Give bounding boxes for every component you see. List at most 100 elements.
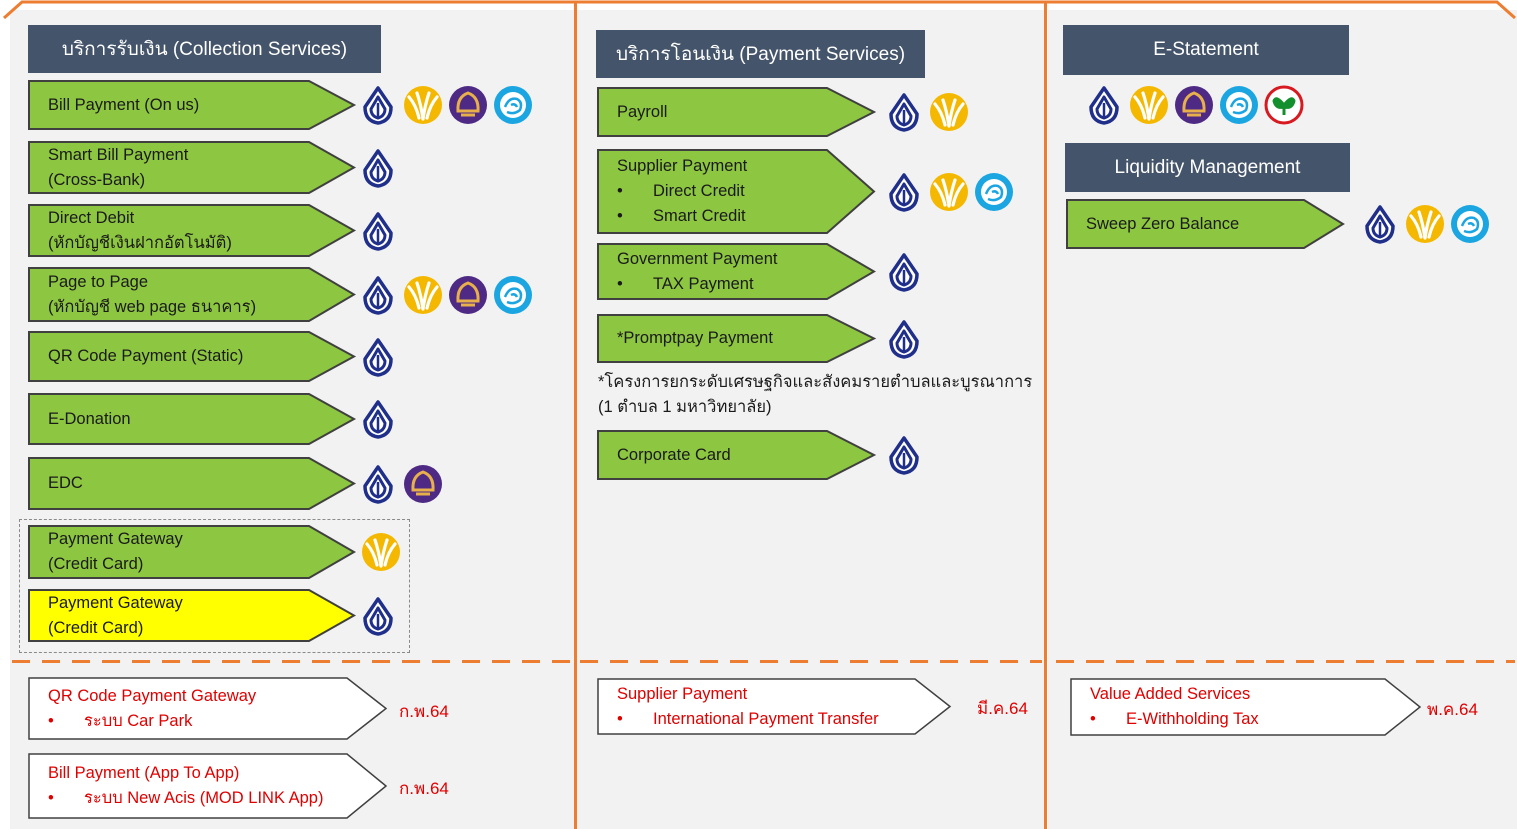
collection-upcoming-arrow[interactable]: QR Code Payment Gateway •ระบบ Car Park xyxy=(28,677,388,740)
arrow-label: Payroll xyxy=(617,102,668,121)
collection-upcoming-arrow[interactable]: Bill Payment (App To App)•ระบบ New Acis … xyxy=(28,753,388,819)
arrow-label: (หักบัญชีเงินฝากอัตโนมัติ) xyxy=(48,233,232,252)
arrow-label: Supplier Payment xyxy=(617,684,748,703)
statement-upcoming-arrow[interactable]: Value Added Services•E-Withholding Tax xyxy=(1070,678,1422,736)
bullet: • xyxy=(48,711,54,730)
collection-service-arrow[interactable]: Payment Gateway (Credit Card) xyxy=(28,589,357,642)
arrow-text: Direct Debit (หักบัญชีเงินฝากอัตโนมัติ) xyxy=(28,204,232,257)
bullet: • xyxy=(48,789,54,807)
arrow-shape xyxy=(597,243,876,300)
collection-bank-icons xyxy=(358,148,398,188)
arrow-sub-label: TAX Payment xyxy=(653,274,754,293)
arrow-sub-item: • Direct Credit xyxy=(617,179,747,204)
bbl-lotus-icon xyxy=(884,172,924,212)
arrow-shape xyxy=(28,457,357,510)
arrow-text: Payment Gateway(Credit Card) xyxy=(28,525,183,579)
payment-upcoming-arrow[interactable]: Supplier Payment •International Payment T… xyxy=(597,678,952,735)
payment-service-arrow[interactable]: *Promptpay Payment xyxy=(597,314,877,363)
scb-icon xyxy=(403,464,443,504)
bbl-lotus-icon xyxy=(358,148,398,188)
arrow-shape xyxy=(28,753,388,819)
arrow-label: Supplier Payment xyxy=(617,157,748,175)
arrow-label: QR Code Payment Gateway xyxy=(48,686,257,705)
payment-service-arrow[interactable]: Corporate Card xyxy=(597,430,877,480)
estatement-bank-icons xyxy=(1084,85,1304,125)
arrow-label: Government Payment xyxy=(617,249,778,268)
arrow-text: *Promptpay Payment xyxy=(597,314,773,363)
collection-bank-icons xyxy=(358,399,398,439)
bbl-lotus-icon xyxy=(884,435,924,475)
divider-collection-payment xyxy=(574,2,577,829)
arrow-shape xyxy=(28,331,357,382)
upcoming-separator xyxy=(1056,660,1515,663)
bbl-lotus-icon xyxy=(358,275,398,315)
collection-service-arrow[interactable]: EDC xyxy=(28,457,357,510)
collection-service-arrow[interactable]: QR Code Payment (Static) xyxy=(28,331,357,382)
krungsri-icon xyxy=(361,532,401,572)
collection-service-arrow[interactable]: Smart Bill Payment (Cross-Bank) xyxy=(28,141,357,194)
payment-service-arrow[interactable]: Supplier Payment • Direct Credit • Smart Cre… xyxy=(597,149,876,234)
bullet: • xyxy=(1090,710,1096,728)
upcoming-separator xyxy=(12,660,574,663)
scb-icon xyxy=(448,275,488,315)
arrow-text: Supplier Payment •International Payment T… xyxy=(597,678,879,735)
arrow-sub-item: • Smart Credit xyxy=(617,204,747,229)
arrow-label: (Cross-Bank) xyxy=(48,170,146,189)
arrow-label: Page to Page xyxy=(48,272,148,291)
collection-bank-icons xyxy=(358,596,398,636)
payment-service-arrow[interactable]: Government Payment • TAX Payment xyxy=(597,243,876,300)
arrow-text: Smart Bill Payment (Cross-Bank) xyxy=(28,141,188,194)
arrow-shape xyxy=(597,678,952,735)
arrow-sub-item: • TAX Payment xyxy=(617,272,778,297)
bullet: • xyxy=(617,207,623,225)
arrow-sub-item: •ระบบ Car Park xyxy=(48,709,256,734)
bbl-lotus-icon xyxy=(884,252,924,292)
arrow-text: Payment Gateway (Credit Card) xyxy=(28,589,183,642)
ktb-icon xyxy=(974,172,1014,212)
arrow-label: *Promptpay Payment xyxy=(617,329,773,347)
arrow-label: E-Donation xyxy=(48,409,131,428)
arrow-shape xyxy=(28,589,357,642)
kbank-icon xyxy=(1264,85,1304,125)
arrow-label: Smart Bill Payment xyxy=(48,145,189,164)
bbl-lotus-icon xyxy=(358,399,398,439)
estatement-header: E-Statement xyxy=(1063,25,1349,75)
bullet: • xyxy=(617,274,623,293)
launch-date: มี.ค.64 xyxy=(977,699,1028,718)
liquidity-service-arrow[interactable]: Sweep Zero Balance xyxy=(1066,199,1345,249)
arrow-sub-item: •International Payment Transfer xyxy=(617,707,879,732)
arrow-label: Direct Debit xyxy=(48,208,135,227)
payment-service-arrow[interactable]: Payroll xyxy=(597,87,877,137)
payment-gateway-group xyxy=(19,519,410,653)
arrow-text: QR Code Payment Gateway •ระบบ Car Park xyxy=(28,677,256,740)
estatement-header-label: E-Statement xyxy=(1153,39,1259,60)
collection-service-arrow[interactable]: Direct Debit (หักบัญชีเงินฝากอัตโนมัติ) xyxy=(28,204,357,257)
footnote-line: *โครงการยกระดับเศรษฐกิจและสังคมรายตำบลแล… xyxy=(598,373,1033,391)
arrow-sub-label: Direct Credit xyxy=(653,182,745,200)
collection-bank-icons xyxy=(358,85,533,125)
arrow-shape xyxy=(28,204,357,257)
arrow-text: Supplier Payment • Direct Credit • Smart Cre… xyxy=(597,149,747,234)
arrow-label: Payment Gateway xyxy=(48,593,183,612)
collection-service-arrow[interactable]: Page to Page (หักบัญชี web page ธนาคาร) xyxy=(28,267,356,322)
bbl-lotus-icon xyxy=(358,85,398,125)
bbl-lotus-icon xyxy=(1084,85,1124,125)
collection-service-arrow[interactable]: Bill Payment (On us) xyxy=(28,80,357,130)
bbl-lotus-icon xyxy=(884,92,924,132)
bullet: • xyxy=(617,182,623,200)
arrow-sub-label: Smart Credit xyxy=(653,207,746,225)
collection-service-arrow[interactable]: E-Donation xyxy=(28,393,357,445)
arrow-shape xyxy=(597,149,876,234)
arrow-shape xyxy=(28,677,388,740)
arrow-label: Corporate Card xyxy=(617,445,731,464)
liquidity-header: Liquidity Management xyxy=(1065,143,1350,192)
arrow-shape xyxy=(1070,678,1422,736)
arrow-label: (Credit Card) xyxy=(48,618,144,637)
divider-payment-statement xyxy=(1044,2,1047,829)
arrow-shape xyxy=(597,87,877,137)
bbl-lotus-icon xyxy=(1360,204,1400,244)
arrow-label: Payment Gateway xyxy=(48,530,183,548)
footnote-line: (1 ตำบล 1 มหาวิทยาลัย) xyxy=(598,398,772,416)
collection-service-arrow[interactable]: Payment Gateway(Credit Card) xyxy=(28,525,356,579)
arrow-label: (หักบัญชี web page ธนาคาร) xyxy=(48,297,257,316)
